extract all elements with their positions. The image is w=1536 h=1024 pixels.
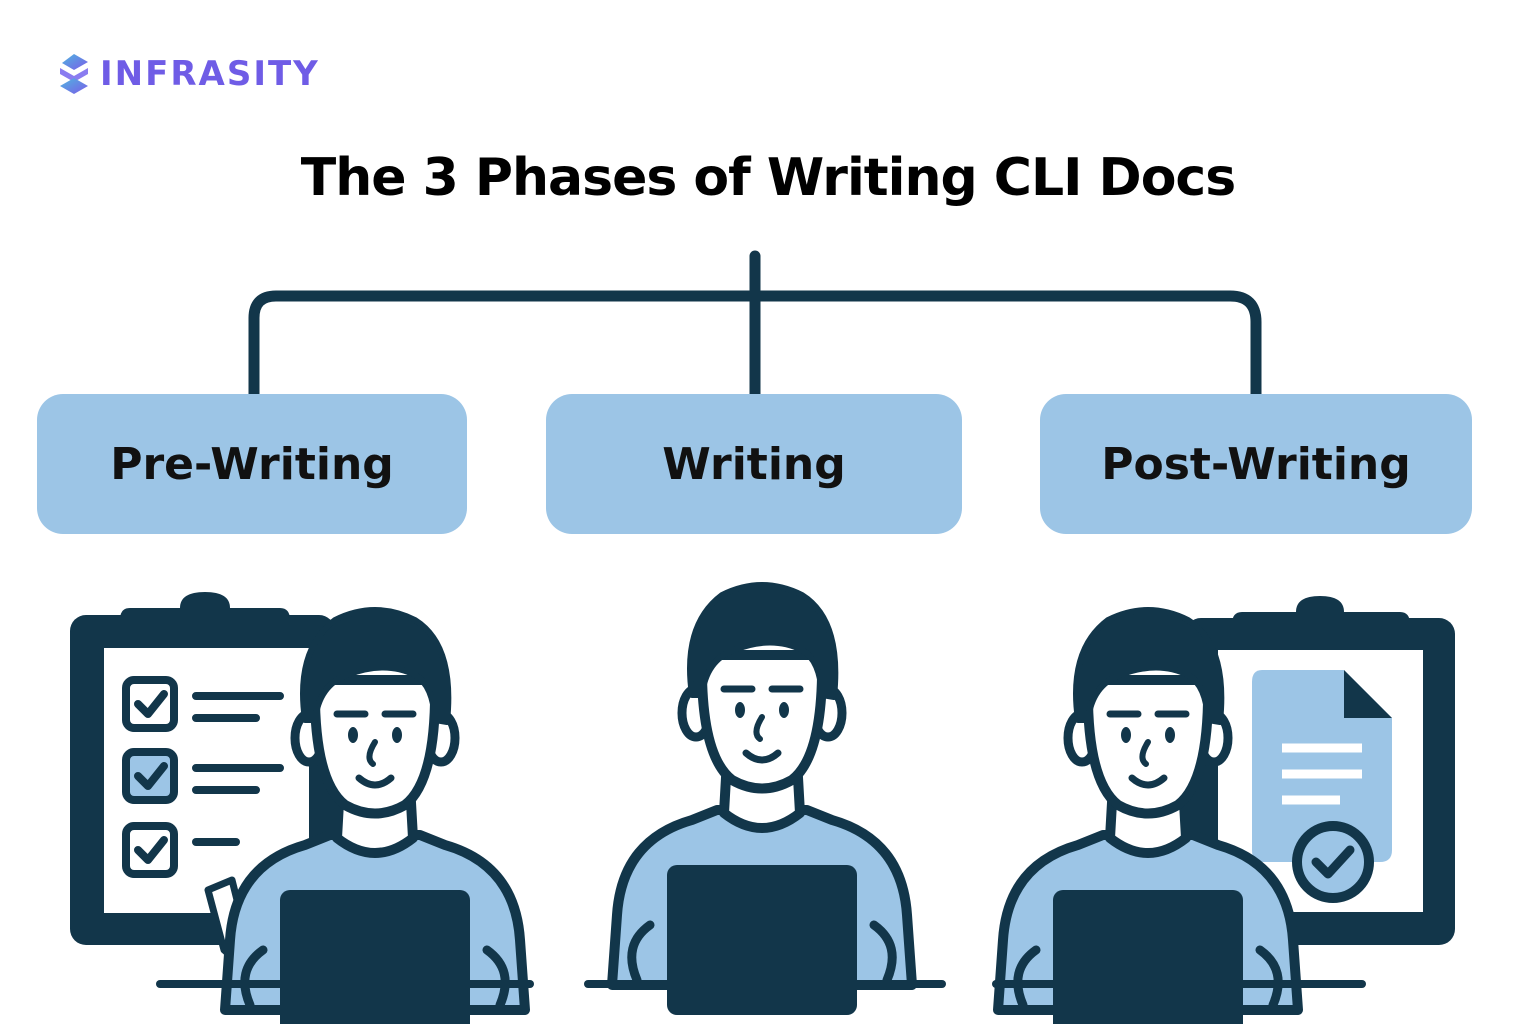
brand-name: INFRASITY [100, 54, 320, 94]
person-writing [612, 585, 912, 1015]
phase-box-writing: Writing [546, 394, 962, 534]
layered-s-icon [60, 54, 88, 94]
diagram-title: The 3 Phases of Writing CLI Docs [300, 148, 1236, 208]
brand-logo: INFRASITY [56, 50, 320, 98]
phase-label: Post-Writing [1101, 438, 1411, 490]
phase-box-pre-writing: Pre-Writing [37, 394, 467, 534]
phase-label: Writing [662, 438, 846, 490]
phase-label: Pre-Writing [110, 438, 394, 490]
phase-box-post-writing: Post-Writing [1040, 394, 1472, 534]
connector-bracket [248, 290, 1262, 402]
